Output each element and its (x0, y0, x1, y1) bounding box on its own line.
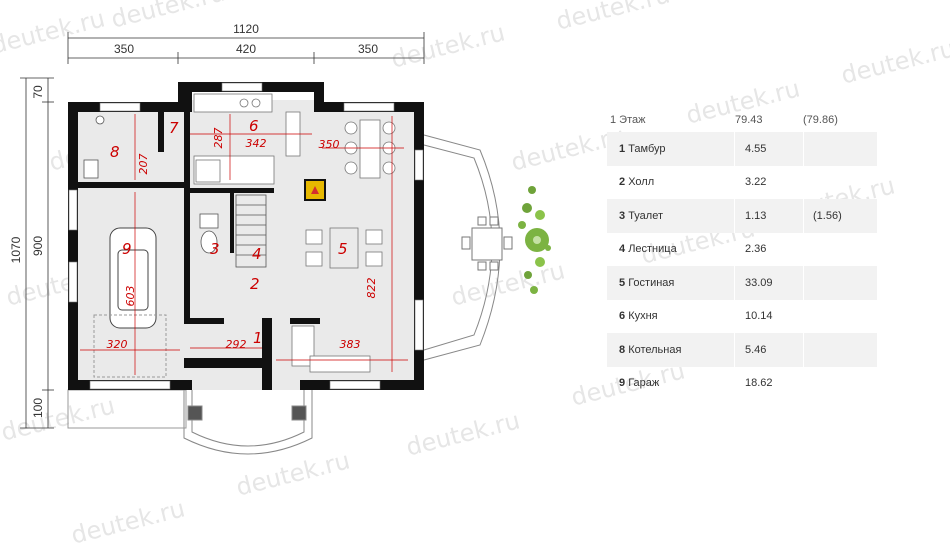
room-number: 4 (619, 243, 626, 256)
room-5-dim: 822 (365, 278, 378, 299)
toilet (199, 213, 219, 254)
room-area: 2.36 (745, 243, 767, 256)
table-row: 5 Гостиная 33.09 (607, 266, 877, 300)
staircase (235, 194, 267, 268)
width-segment-1: 350 (114, 42, 134, 56)
car-icon (109, 227, 157, 329)
room-5-label: 5 (338, 240, 348, 258)
width-segment-2: 420 (236, 42, 256, 56)
height-segment-2: 900 (31, 236, 45, 256)
room-area: 10.14 (745, 310, 773, 323)
floor-label: 1 Этаж (610, 114, 646, 126)
room-name: Туалет (628, 209, 663, 222)
table-row: 3 Туалет 1.13 (1.56) (607, 199, 877, 233)
table-row: 4 Лестница 2.36 (607, 233, 877, 267)
room-area: 3.22 (745, 176, 767, 189)
room-name: Гостиная (628, 276, 675, 289)
room-9-label: 9 (122, 240, 132, 258)
room-name: Гараж (628, 377, 660, 390)
room-area: 4.55 (745, 142, 767, 155)
kitchen-right-dim: 350 (319, 138, 340, 151)
entry-right-dim: 383 (340, 338, 361, 351)
room-number: 5 (619, 276, 626, 289)
room-3-label: 3 (210, 240, 220, 258)
table-row: 2 Холл 3.22 (607, 166, 877, 200)
room-dimension-lines (80, 114, 408, 375)
room-6-dim: 342 (246, 137, 267, 150)
room-name: Холл (628, 176, 655, 189)
boiler (83, 115, 105, 179)
width-segment-3: 350 (358, 42, 378, 56)
interior-walls (78, 112, 320, 324)
living-furniture (305, 227, 383, 269)
room-number: 3 (619, 209, 626, 222)
room-number: 2 (619, 176, 626, 189)
floor-area-extra: (79.86) (803, 114, 838, 126)
entrance-porch (183, 388, 313, 455)
room-9-dim: 603 (124, 286, 137, 307)
table-row: 1 Тамбур 4.55 (607, 132, 877, 166)
room-number: 9 (619, 377, 626, 390)
floor-plan: 1120 350 420 350 1070 70 900 100 (0, 0, 551, 455)
floor-area: 79.43 (735, 114, 763, 126)
room-number: 8 (619, 343, 626, 356)
room-number: 1 (619, 142, 626, 155)
room-8-dim: 207 (137, 154, 150, 175)
room-number: 6 (619, 310, 626, 323)
overall-height-dim: 1070 (9, 236, 23, 263)
table-header: 1 Этаж 79.43 (79.86) (607, 112, 877, 132)
dining-table (344, 119, 396, 179)
room-1-label: 1 (253, 329, 263, 347)
terrace-table (461, 216, 513, 271)
room-name: Кухня (628, 310, 658, 323)
garage-bottom-dim: 320 (107, 338, 128, 351)
room-8-label: 8 (110, 143, 120, 161)
room-2-label: 2 (250, 275, 260, 293)
room-name: Тамбур (628, 142, 666, 155)
room-7-label: 7 (169, 119, 179, 137)
left-dimension-lines (20, 77, 54, 429)
room-8-number: 7 (0, 0, 1, 1)
height-segment-3: 100 (31, 398, 45, 418)
room-area: 18.62 (745, 377, 773, 390)
room-7-dim: 287 (212, 128, 225, 149)
kitchen-counters (193, 93, 301, 185)
table-row: 8 Котельная 5.46 (607, 333, 877, 367)
garage-apron (67, 389, 187, 429)
watermark: deutek.ru (838, 34, 950, 90)
table-row: 9 Гараж 18.62 (607, 367, 877, 401)
top-dimension-lines (67, 32, 425, 64)
windows (68, 82, 424, 390)
room-4-label: 4 (252, 245, 262, 263)
overall-width-dim: 1120 (233, 22, 259, 36)
garage-door (93, 314, 167, 378)
room-1-dim: 292 (226, 338, 247, 351)
room-area: 33.09 (745, 276, 773, 289)
height-segment-1: 70 (31, 85, 45, 99)
room-name: Котельная (628, 343, 682, 356)
table-row: 6 Кухня 10.14 (607, 300, 877, 334)
room-area-extra: (1.56) (813, 209, 842, 222)
room-6-label: 6 (249, 117, 259, 135)
room-area: 5.46 (745, 343, 767, 356)
floor-area-table: 1 Этаж 79.43 (79.86) 1 Тамбур 4.55 2 Хол… (607, 112, 877, 400)
plant-icon (518, 186, 551, 294)
room-name: Лестница (628, 243, 677, 256)
room-area: 1.13 (745, 209, 767, 222)
